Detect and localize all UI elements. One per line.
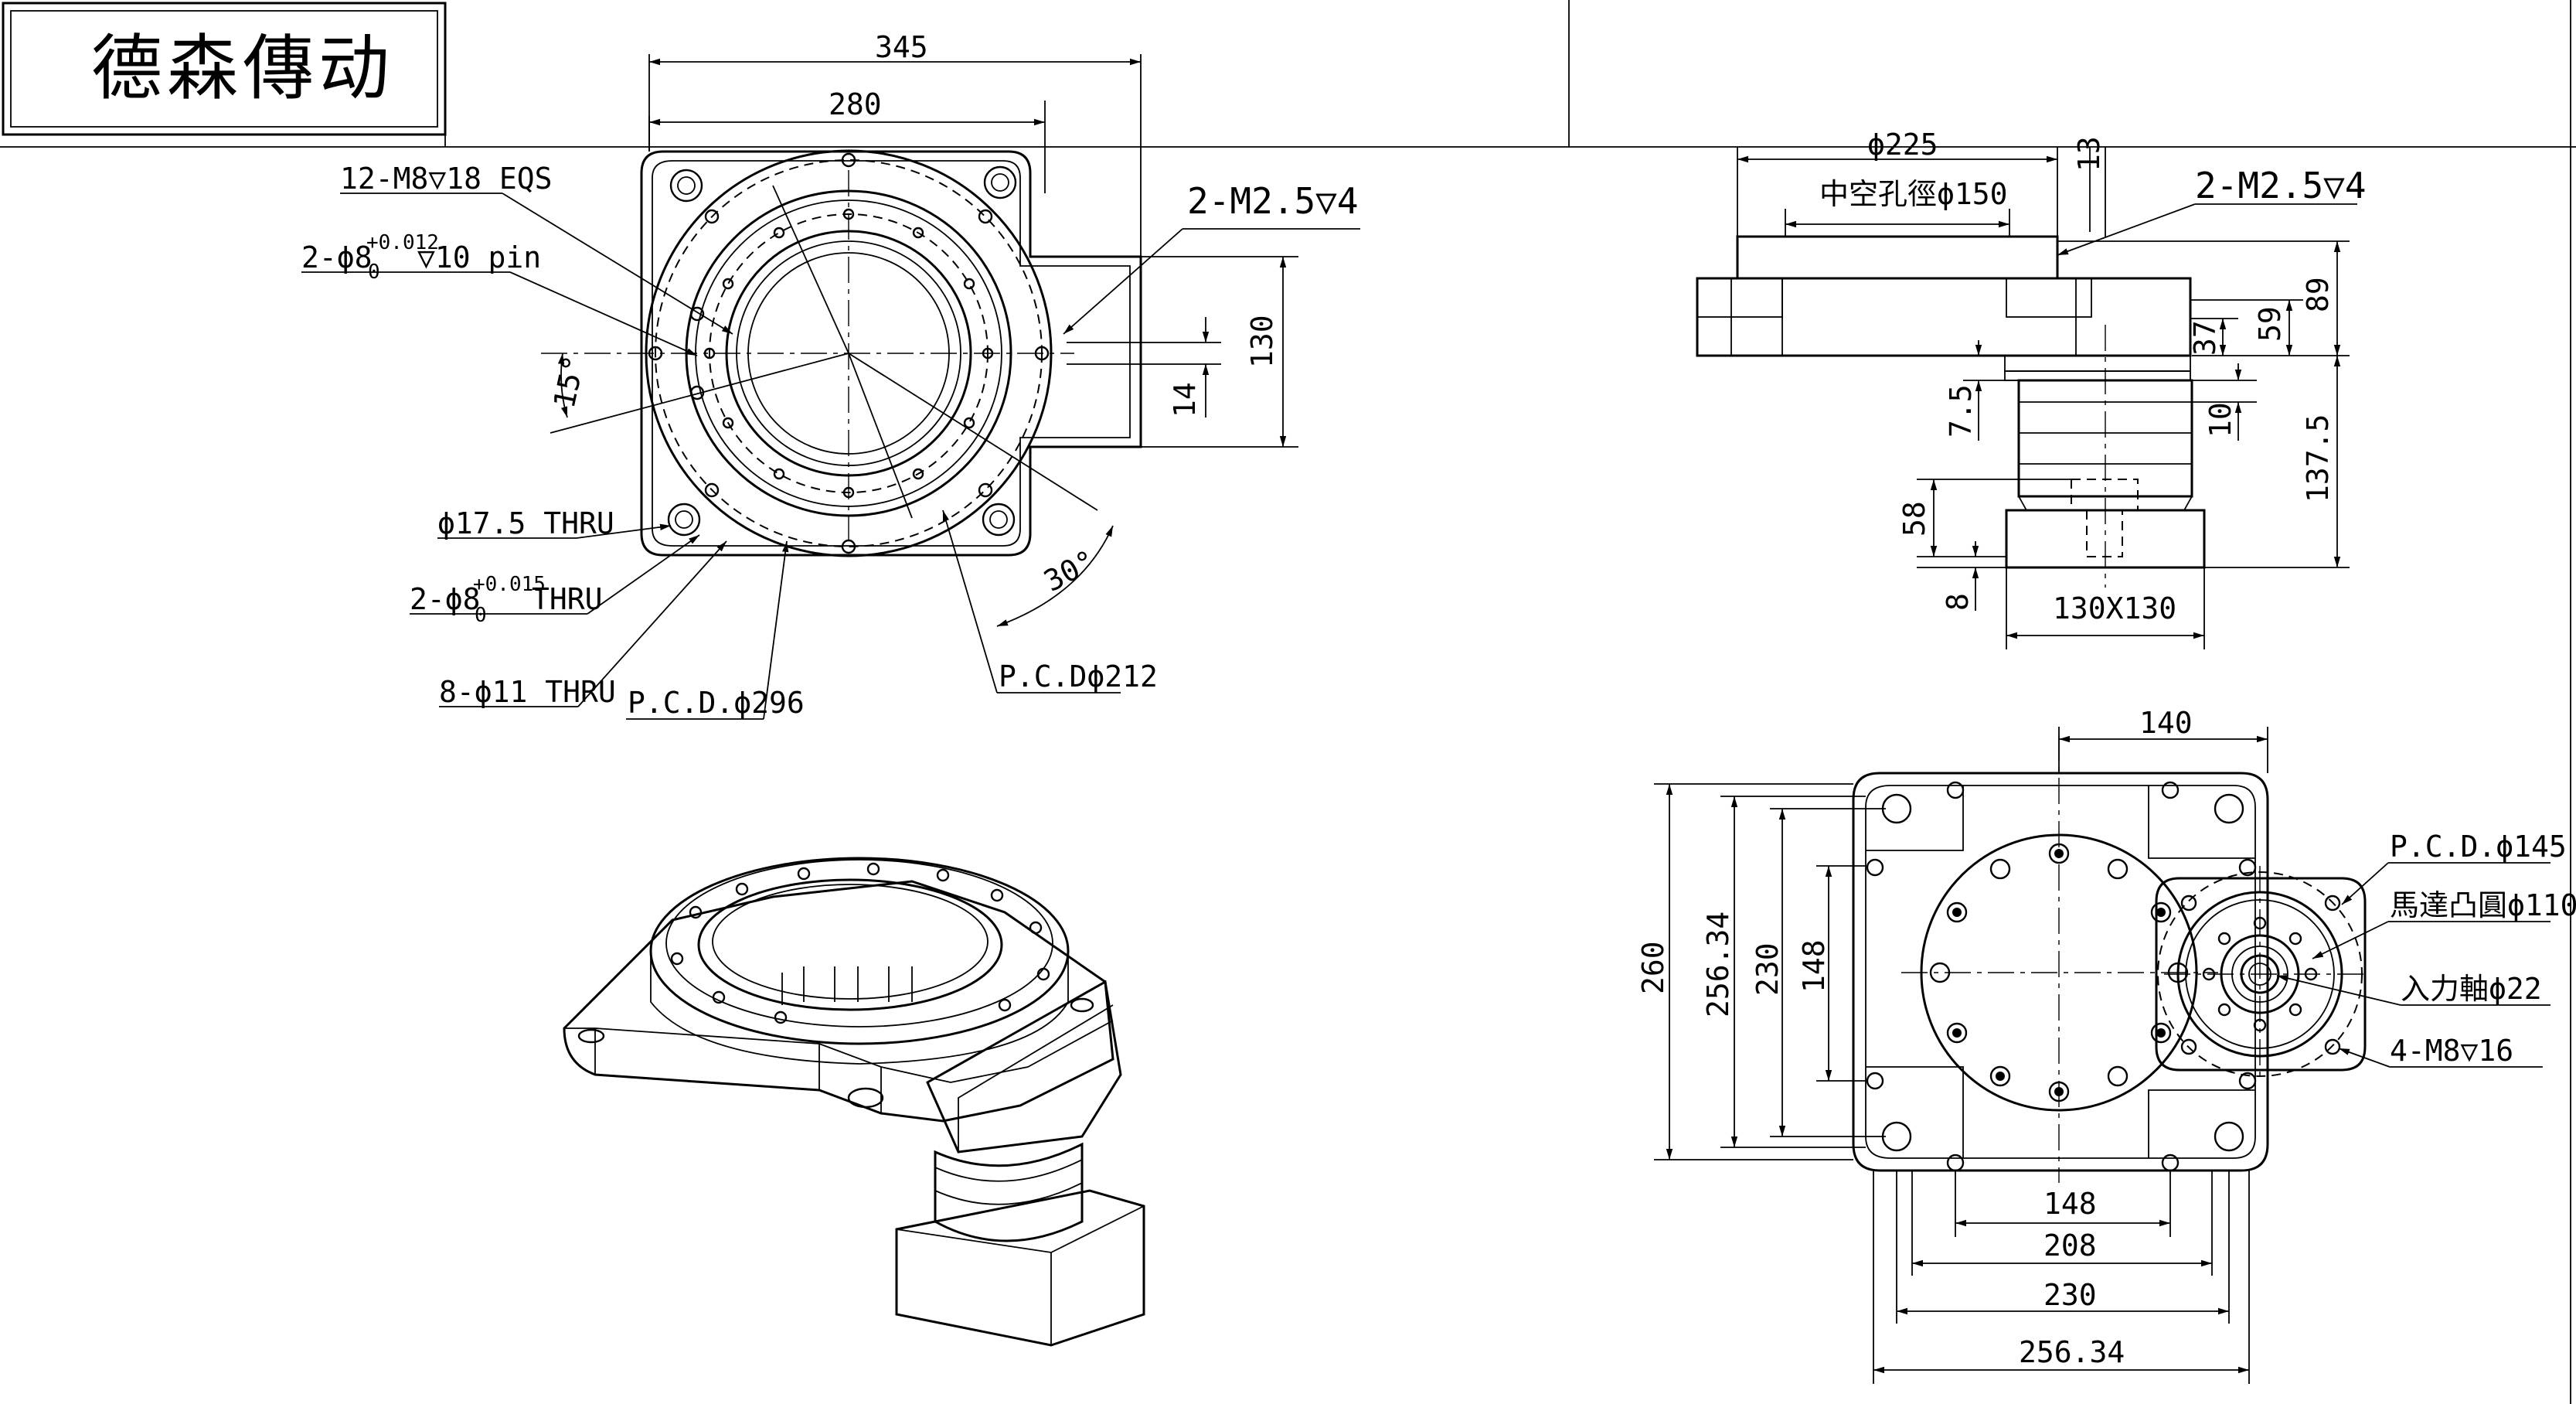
company-title: 德森傳动: [91, 27, 394, 110]
dim-w230: 230: [2043, 1278, 2097, 1312]
title-block: 德森傳动: [0, 2, 2576, 148]
dim-v89: 89: [2301, 277, 2335, 312]
svg-text:▽10 pin: ▽10 pin: [417, 240, 541, 274]
callout-pin: 2-ϕ8 +0.012 0 ▽10 pin: [301, 231, 541, 284]
svg-text:+0.012: +0.012: [366, 231, 439, 254]
corner-hole: [669, 169, 703, 203]
dim-v37: 37: [2188, 320, 2222, 356]
iso-hollow-bore: [697, 878, 1003, 1011]
callout-pcd212: P.C.Dϕ212: [999, 659, 1158, 693]
dim-w148: 148: [2043, 1187, 2097, 1221]
svg-text:+0.015: +0.015: [473, 573, 546, 596]
callout-thru8: 2-ϕ8 +0.015 0 THRU: [410, 573, 603, 627]
motor-square: [2155, 877, 2367, 1072]
iso-rotary-table: [649, 857, 1070, 1045]
dim-345: 345: [875, 30, 928, 64]
angle-arc-30: [996, 525, 1114, 627]
dim-h230: 230: [1751, 942, 1785, 996]
callout-pcd296: P.C.D.ϕ296: [628, 686, 805, 720]
dim-w140: 140: [2139, 706, 2193, 740]
base-outline: [1852, 772, 2269, 1172]
dim-280: 280: [829, 87, 882, 121]
dim-v8: 8: [1941, 593, 1975, 611]
dim-v75: 7.5: [1944, 384, 1978, 438]
angle-arc-15: [557, 353, 568, 418]
title-frame-outer: [2, 2, 447, 136]
dim-14: 14: [1168, 382, 1202, 417]
dim-v10: 10: [2203, 402, 2237, 438]
corner-hole: [982, 503, 1016, 537]
dim-h25634: 256.34: [1701, 912, 1735, 1017]
callout-pcd145: P.C.D.ϕ145: [2390, 830, 2567, 864]
svg-text:0: 0: [368, 261, 380, 284]
bottom-view: 140 260 256.34 230 148 148 208 230 256.3: [1636, 706, 2576, 1384]
callout-m8: 4-M8▽16: [2390, 1034, 2513, 1068]
iso-gearbox: [926, 980, 1122, 1154]
isometric-view: [563, 857, 1145, 1347]
svg-text:2-ϕ8: 2-ϕ8: [301, 240, 373, 274]
dim-130: 130: [1245, 315, 1279, 368]
svg-text:THRU: THRU: [532, 582, 603, 616]
dim-sq130: 130X130: [2053, 591, 2176, 625]
angle-30: 30°: [1039, 544, 1101, 598]
callout-shaft22: 入力軸ϕ22: [2401, 972, 2542, 1006]
dim-v1375: 137.5: [2301, 414, 2335, 503]
svg-text:2-ϕ8: 2-ϕ8: [410, 582, 481, 616]
callout-thru175: ϕ17.5 THRU: [437, 506, 614, 540]
side-callout-m25: 2-M2.5▽4: [2195, 165, 2367, 206]
callout-m25: 2-M2.5▽4: [1187, 180, 1359, 222]
dim-w25634: 256.34: [2019, 1335, 2125, 1369]
side-view: ϕ225 中空孔徑ϕ150 13 2-M2.5▽4 89 59 37 7.5 1…: [1696, 128, 2367, 649]
dim-v58: 58: [1897, 501, 1931, 537]
dim-d225: ϕ225: [1867, 128, 1938, 162]
bottom-bolt-ring: [1929, 843, 2189, 1102]
dim-d150: 中空孔徑ϕ150: [1819, 177, 2008, 211]
iso-bolt-holes: [670, 862, 1050, 1024]
svg-text:0: 0: [475, 604, 487, 627]
iso-motor-flange: [895, 1189, 1145, 1347]
title-frame-inner: [10, 10, 438, 128]
callout-m8-eqs: 12-M8▽18 EQS: [340, 162, 553, 196]
iso-housing: [563, 880, 1114, 1123]
corner-hole: [667, 503, 701, 537]
iso-reducer: [934, 1142, 1084, 1242]
dim-h148: 148: [1797, 939, 1831, 993]
callout-motor110: 馬達凸圓ϕ110: [2390, 888, 2576, 922]
callout-thru11: 8-ϕ11 THRU: [439, 675, 616, 709]
dim-h260: 260: [1636, 941, 1670, 994]
rotary-table-plate: [1736, 235, 2059, 280]
plan-view: 345 280 130 14 15° 30° 12-M8▽18 EQS 2-ϕ8…: [301, 30, 1360, 720]
angle-15: 15°: [547, 353, 591, 411]
pcd296-holes: [648, 152, 1050, 554]
corner-hole: [983, 165, 1017, 199]
dim-v59: 59: [2253, 306, 2287, 342]
dim-w208: 208: [2043, 1228, 2097, 1263]
dim-v13: 13: [2072, 136, 2106, 172]
